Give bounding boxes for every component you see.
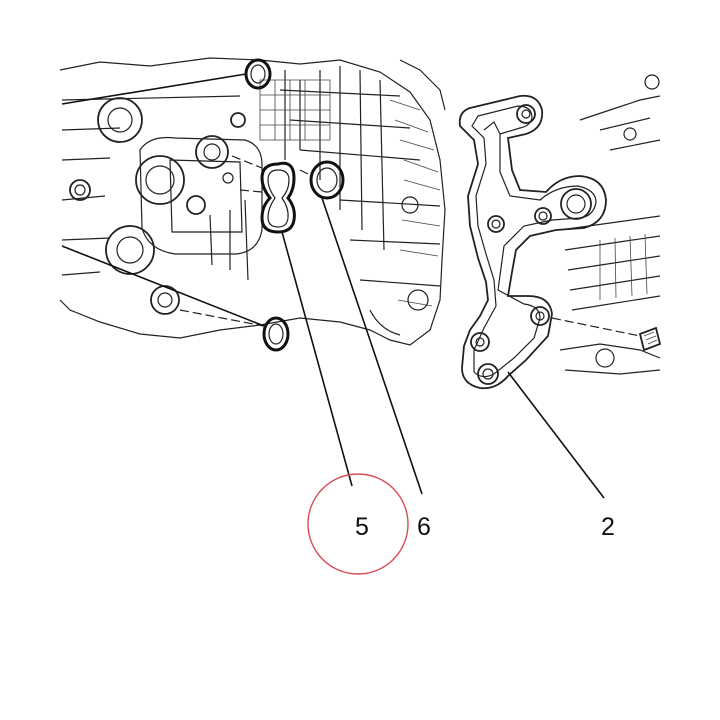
bolt	[638, 326, 662, 352]
leader-item-6	[321, 197, 423, 495]
engine-block	[59, 57, 446, 346]
leader-lines	[61, 73, 605, 499]
callout-label-2: 2	[601, 513, 615, 541]
o-ring-top	[244, 58, 272, 90]
callout-labels: 5 6 2	[355, 513, 615, 541]
o-ring-item-6	[309, 160, 345, 200]
alignment-lines	[179, 155, 641, 337]
background-housing-right	[559, 74, 661, 375]
leader-item-2	[507, 371, 605, 499]
callout-label-5: 5	[355, 513, 369, 541]
gasket-hole-large	[560, 188, 592, 220]
seal-item-5	[260, 161, 296, 234]
o-ring-lower	[262, 316, 290, 352]
gasket-cover	[458, 94, 607, 390]
gasket-hole-top	[516, 104, 536, 124]
highlight-circle-item-5	[307, 473, 409, 575]
gasket-hole-bottom	[477, 363, 499, 385]
seal-rings	[244, 58, 345, 352]
leader-item-5	[281, 231, 353, 487]
callout-label-6: 6	[417, 513, 431, 541]
